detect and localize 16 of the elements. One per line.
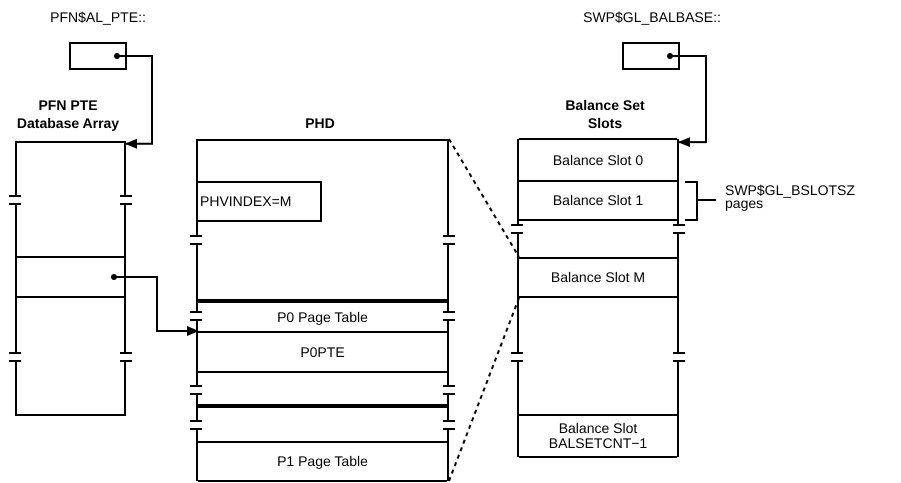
arrow [666, 52, 707, 148]
memory-row: Balance Slot BALSETCNT−1 [519, 414, 677, 458]
annotation-text: SWP$GL_BSLOTSZ pages [725, 184, 856, 210]
memory-row: Balance Slot M [519, 257, 677, 298]
array-entry [17, 256, 124, 298]
arrow [113, 52, 153, 149]
arrow [110, 273, 199, 336]
column-heading: PFN PTE Database Array [16, 96, 120, 132]
dashed-line [448, 298, 520, 482]
column-heading: Balance Set Slots [564, 96, 646, 132]
pointer-label: PFN$AL_PTE:: [49, 8, 147, 26]
memory-row: P1 Page Table [198, 441, 447, 482]
dashed-line [448, 138, 520, 258]
column-heading: PHD [304, 114, 336, 132]
index-field: PHVINDEX=M [196, 181, 322, 222]
pointer-label: SWP$GL_BALBASE:: [582, 8, 722, 26]
